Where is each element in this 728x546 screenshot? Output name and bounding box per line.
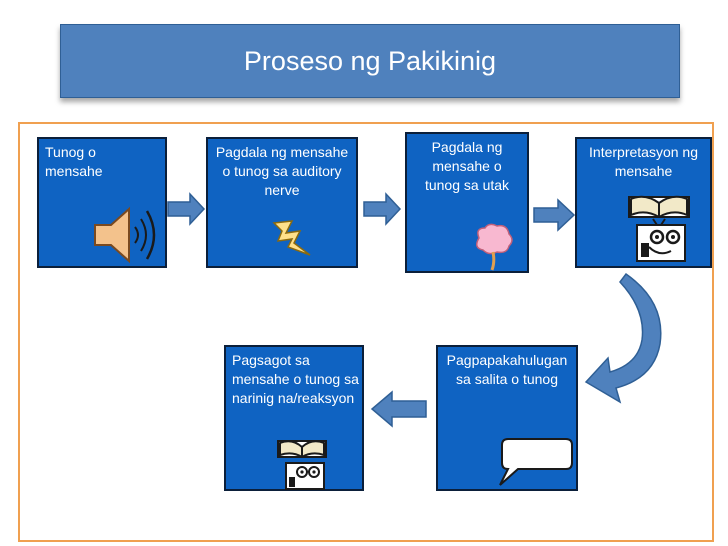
arrow-left-1 (370, 390, 427, 428)
brain-icon (476, 223, 513, 271)
lightning-icon (272, 220, 311, 256)
speech-bubble-icon (499, 438, 573, 486)
step-2-text: Pagdala ng mensahe o tunog sa auditory n… (215, 144, 349, 198)
diagram-frame (18, 122, 714, 542)
step-1-text: Tunog o mensahe (45, 144, 103, 179)
arrow-right-3 (533, 198, 576, 232)
step-box-5: Pagpapakahulugan sa salita o tunog (436, 345, 578, 491)
step-box-2: Pagdala ng mensahe o tunog sa auditory n… (206, 137, 358, 268)
reader-book-icon (628, 195, 690, 262)
step-5-text: Pagpapakahulugan sa salita o tunog (446, 352, 568, 387)
title-bar: Proseso ng Pakikinig (60, 24, 680, 98)
speaker-icon (94, 206, 156, 264)
step-4-text: Interpretasyon ng mensahe (589, 144, 698, 179)
arrow-right-2 (363, 192, 402, 226)
curved-arrow (584, 272, 662, 404)
arrow-right-1 (167, 192, 206, 226)
step-box-1: Tunog o mensahe (37, 137, 167, 268)
step-box-6: Pagsagot sa mensahe o tunog sa narinig n… (224, 345, 364, 491)
step-box-3: Pagdala ng mensahe o tunog sa utak (405, 132, 529, 273)
step-box-4: Interpretasyon ng mensahe (575, 137, 712, 268)
step-3-text: Pagdala ng mensahe o tunog sa utak (424, 139, 510, 193)
step-6-text: Pagsagot sa mensahe o tunog sa narinig n… (232, 352, 359, 406)
page-title: Proseso ng Pakikinig (243, 45, 497, 76)
reader-book-icon (277, 440, 327, 490)
